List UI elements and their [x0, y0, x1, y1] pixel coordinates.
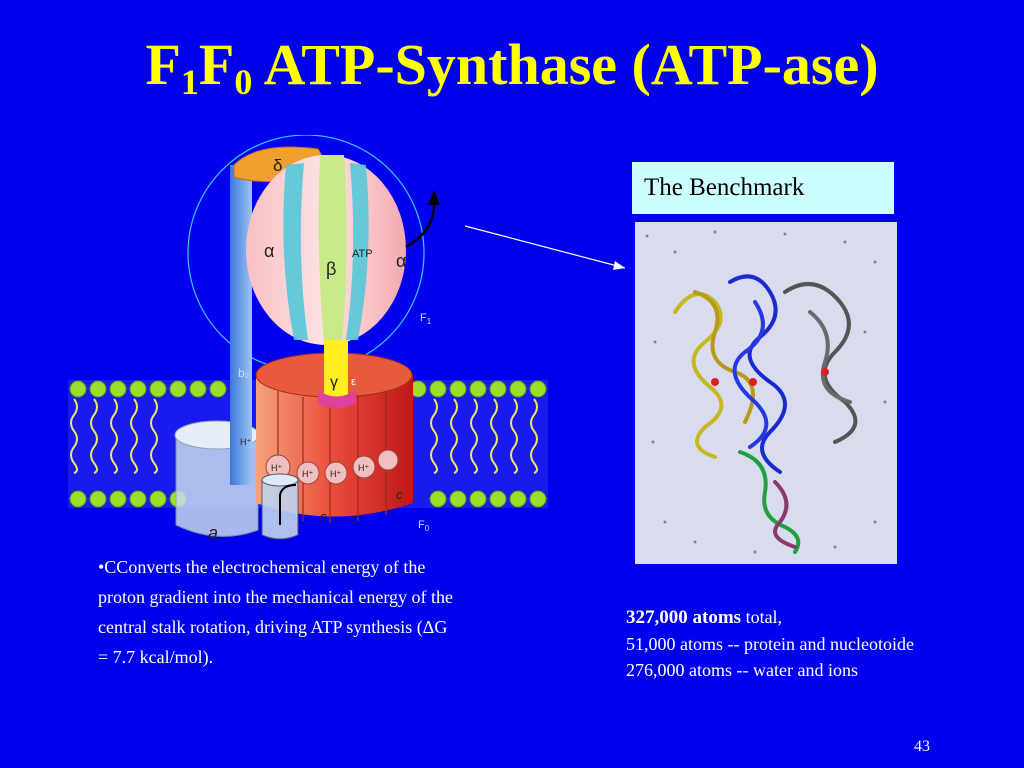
gamma-stalk	[324, 340, 348, 400]
atom-stats: 327,000 atoms total, 51,000 atoms -- pro…	[626, 604, 1006, 683]
water-atoms: 276,000 atoms -- water and ions	[626, 660, 858, 680]
h-plus-label: H⁺	[302, 469, 313, 479]
beta-label: β	[326, 259, 336, 279]
alpha-left-label: α	[264, 241, 274, 261]
epsilon-label: ε	[351, 376, 356, 388]
benchmark-label: The Benchmark	[632, 162, 894, 214]
c-label: c	[396, 487, 403, 502]
delta-label: δ	[273, 156, 282, 175]
f1-label: F1	[420, 312, 432, 326]
h-plus-label: H⁺	[240, 437, 251, 447]
c-label: c	[320, 509, 327, 524]
alpha-right-label: α	[396, 251, 406, 271]
benchmark-protein-image	[635, 222, 897, 564]
bullet-text: •CConverts the electrochemical energy of…	[98, 557, 454, 667]
total-atoms: 327,000 atoms	[626, 607, 742, 628]
c-label: c	[350, 511, 357, 526]
f0-label: F0	[418, 519, 430, 533]
h-plus-label: H⁺	[330, 469, 341, 479]
page-number: 43	[914, 738, 930, 755]
atp-synthase-diagram: δ α β ATP α γ b₂ ε a c c c H⁺ H⁺ H⁺ H⁺ H…	[68, 135, 548, 543]
b2-label: b₂	[238, 366, 250, 380]
protein-atoms: 51,000 atoms -- protein and nucleotoide	[626, 634, 914, 654]
h-plus-label: H⁺	[271, 463, 282, 473]
gamma-label: γ	[330, 374, 338, 391]
a-label: a	[208, 523, 218, 543]
slide-title: F1F0 ATP-Synthase (ATP-ase)	[145, 32, 879, 102]
atp-label: ATP	[352, 248, 373, 260]
h-plus-label: H⁺	[358, 463, 369, 473]
